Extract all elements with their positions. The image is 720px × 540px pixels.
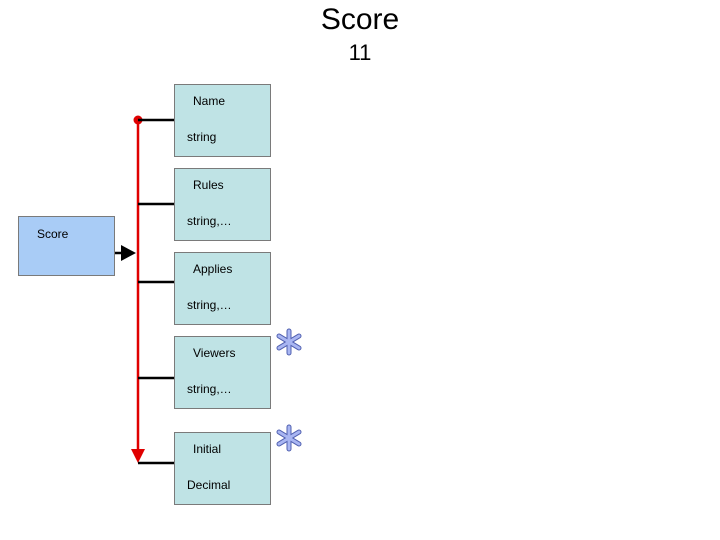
asterisk-icon <box>276 424 302 452</box>
source-label: Score <box>37 227 69 241</box>
field-type-label: string,… <box>187 382 232 396</box>
field-name-label: Initial <box>193 442 222 456</box>
field-name-label: Name <box>193 94 226 108</box>
field-type-label: Decimal <box>187 478 231 492</box>
source-box: Score <box>18 216 115 276</box>
field-type-label: string,… <box>187 298 232 312</box>
field-box-initial: Initial Decimal <box>174 432 271 505</box>
bus-arrowhead <box>131 449 145 463</box>
field-name-label: Applies <box>193 262 233 276</box>
field-box-applies: Applies string,… <box>174 252 271 325</box>
field-name-label: Viewers <box>193 346 236 360</box>
diagram-subtitle: 11 <box>348 40 372 65</box>
diagram-title: Score <box>320 3 400 36</box>
source-arrowhead <box>121 245 136 261</box>
asterisk-icon <box>276 328 302 356</box>
field-box-rules: Rules string,… <box>174 168 271 241</box>
field-name-label: Rules <box>193 178 224 192</box>
field-type-label: string,… <box>187 214 232 228</box>
field-type-label: string <box>187 130 217 144</box>
field-box-name: Name string <box>174 84 271 157</box>
field-box-viewers: Viewers string,… <box>174 336 271 409</box>
